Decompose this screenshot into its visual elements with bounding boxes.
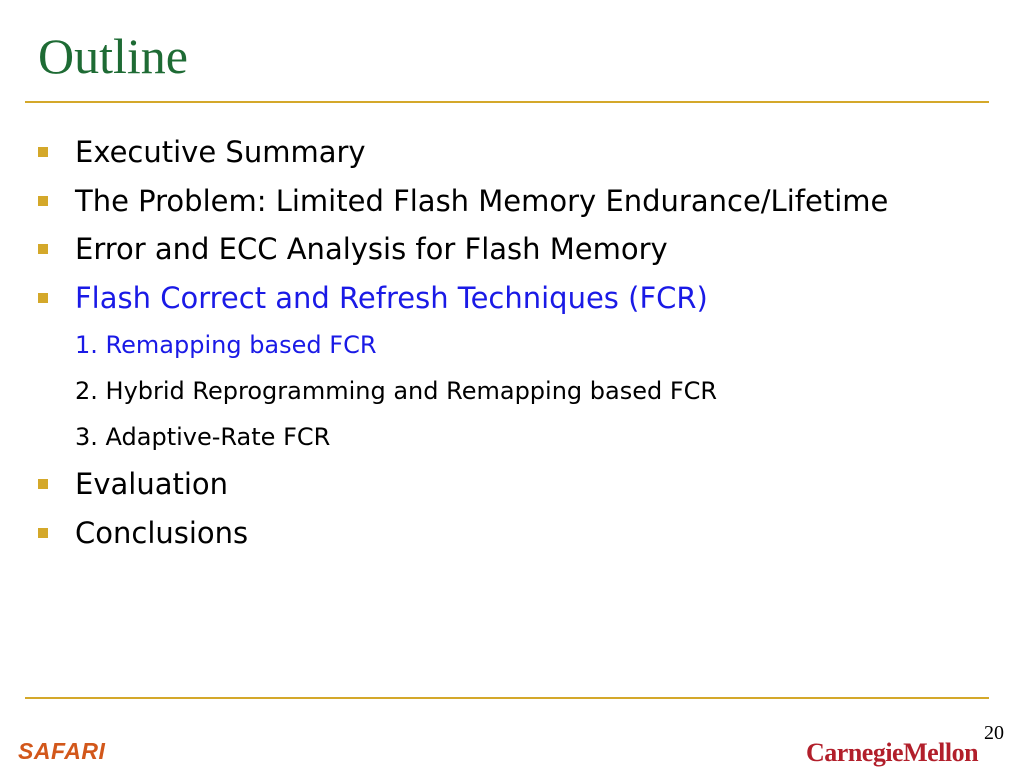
- outline-subitem-label: 3. Adaptive-Rate FCR: [75, 423, 331, 451]
- outline-item-conclusions: Conclusions: [0, 509, 888, 558]
- outline-item-evaluation: Evaluation: [0, 460, 888, 509]
- square-bullet-icon: [38, 292, 48, 303]
- square-bullet-icon: [38, 195, 48, 206]
- page-number: 20: [984, 722, 1004, 744]
- outline-item-label: Error and ECC Analysis for Flash Memory: [75, 232, 668, 266]
- outline-item-fcr: Flash Correct and Refresh Techniques (FC…: [0, 274, 888, 323]
- outline-item-label: Executive Summary: [75, 135, 366, 169]
- outline-subitem-label: 1. Remapping based FCR: [75, 331, 377, 359]
- title-divider: [25, 101, 989, 103]
- square-bullet-icon: [38, 527, 48, 538]
- outline-subitem-adaptive-rate-fcr: 3. Adaptive-Rate FCR: [0, 414, 888, 460]
- outline-item-label: Conclusions: [75, 515, 249, 550]
- carnegie-mellon-logo: CarnegieMellon: [806, 738, 979, 767]
- safari-logo: SAFARI: [18, 738, 106, 764]
- outline-subitem-hybrid-fcr: 2. Hybrid Reprogramming and Remapping ba…: [0, 368, 888, 414]
- outline-list: Executive Summary The Problem: Limited F…: [0, 128, 888, 557]
- outline-item-error-ecc-analysis: Error and ECC Analysis for Flash Memory: [0, 225, 888, 274]
- slide-title: Outline: [38, 28, 188, 84]
- square-bullet-icon: [38, 147, 48, 157]
- outline-subitem-label: 2. Hybrid Reprogramming and Remapping ba…: [75, 377, 718, 405]
- square-bullet-icon: [38, 244, 48, 254]
- square-bullet-icon: [38, 479, 48, 489]
- outline-item-label: The Problem: Limited Flash Memory Endura…: [75, 183, 889, 218]
- outline-subitem-remapping-fcr: 1. Remapping based FCR: [0, 322, 888, 368]
- outline-item-problem: The Problem: Limited Flash Memory Endura…: [0, 177, 888, 226]
- outline-item-executive-summary: Executive Summary: [0, 128, 888, 177]
- outline-item-label: Evaluation: [75, 467, 229, 501]
- footer-divider: [25, 697, 989, 699]
- outline-item-label: Flash Correct and Refresh Techniques (FC…: [75, 280, 708, 315]
